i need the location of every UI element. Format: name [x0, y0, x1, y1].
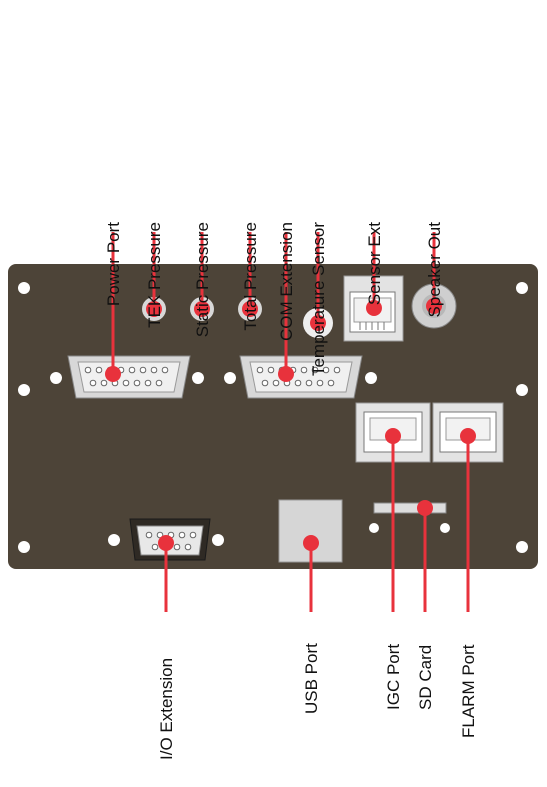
mounting-hole — [516, 282, 528, 294]
speaker-out-label: Speaker Out — [425, 222, 444, 318]
power-port-connector — [67, 355, 191, 399]
mounting-hole — [516, 541, 528, 553]
power-port-label: Power Port — [104, 222, 123, 306]
rear-panel — [8, 264, 538, 569]
mounting-hole — [108, 534, 120, 546]
sd-card-label: SD Card — [416, 645, 435, 710]
mounting-hole — [18, 282, 30, 294]
mounting-hole — [50, 372, 62, 384]
mounting-hole — [365, 372, 377, 384]
flarm-port-label: FLARM Port — [459, 644, 478, 738]
com-extension-connector — [239, 355, 363, 399]
sd-card-slot — [373, 502, 447, 514]
pointer-dots — [105, 298, 476, 551]
usb-port-label: USB Port — [302, 643, 321, 714]
temperature-sensor-label: Temperature Sensor — [309, 222, 328, 376]
mounting-hole — [212, 534, 224, 546]
mounting-hole — [440, 523, 450, 533]
io-extension-label: I/O Extension — [157, 658, 176, 760]
mounting-hole — [369, 523, 379, 533]
igc-port-label: IGC Port — [384, 644, 403, 710]
mounting-hole — [192, 372, 204, 384]
flarm-port-connector — [432, 402, 504, 463]
mounting-holes — [18, 282, 528, 553]
com-extension-label: COM Extension — [277, 222, 296, 341]
mounting-hole — [18, 541, 30, 553]
sensor-ext-label: Sensor Ext — [365, 222, 384, 305]
pointer-lines — [111, 232, 470, 612]
tek-pressure-label: TEK Pressure — [145, 222, 164, 328]
io-extension-connector — [129, 518, 211, 561]
mounting-hole — [516, 384, 528, 396]
total-pressure-label: Total Pressure — [241, 222, 260, 331]
mounting-hole — [18, 384, 30, 396]
mounting-hole — [224, 372, 236, 384]
static-pressure-label: Static Pressure — [193, 222, 212, 337]
